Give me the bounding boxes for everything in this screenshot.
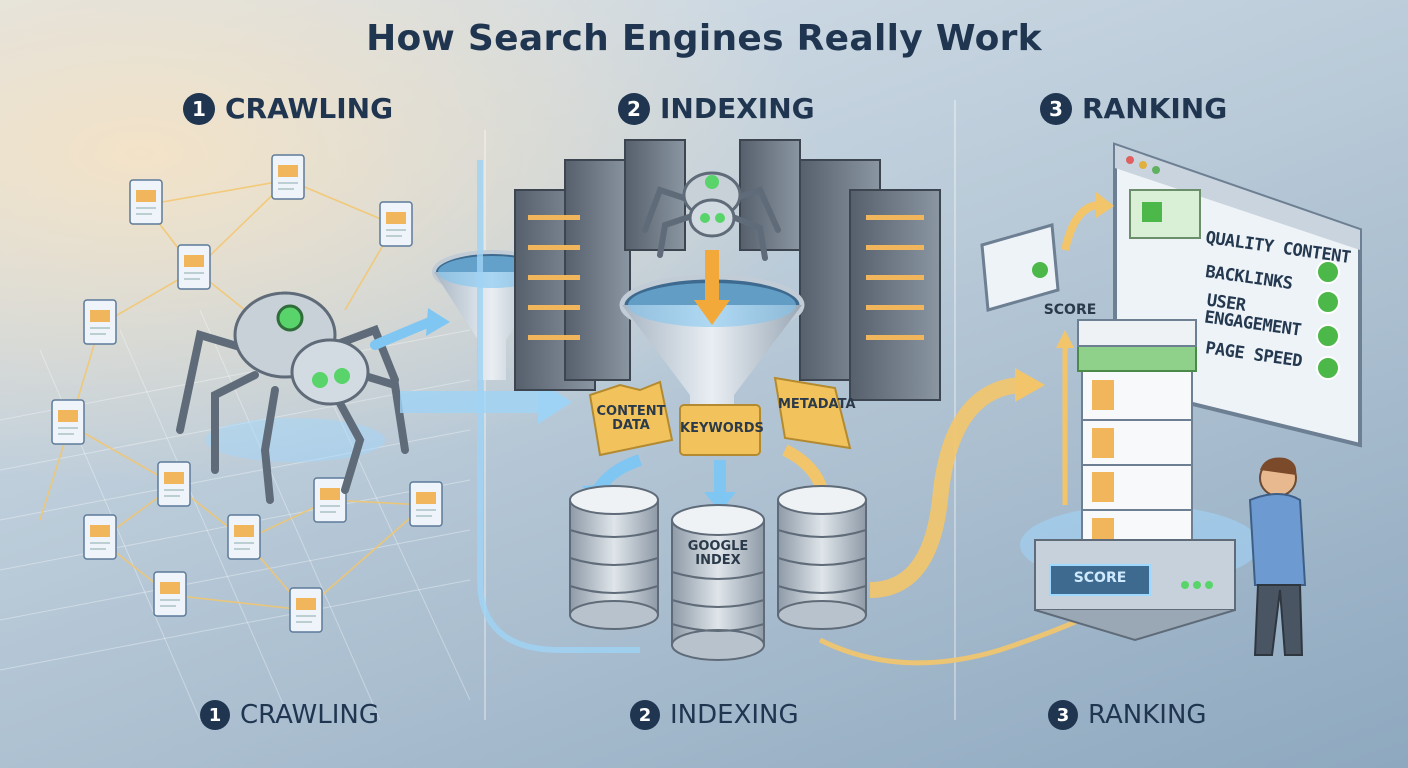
step-label: CRAWLING <box>240 700 379 730</box>
step-label: INDEXING <box>660 92 815 125</box>
step-label: CRAWLING <box>225 92 394 125</box>
score-platform <box>1034 539 1236 642</box>
blue-loop-flow <box>477 160 640 653</box>
database-right-icon <box>777 485 867 630</box>
step-footer-crawling: 1 CRAWLING <box>200 700 379 730</box>
step-number-badge: 1 <box>200 700 230 730</box>
gold-flow-bottom <box>818 612 1092 666</box>
score-base-label: SCORE <box>1073 570 1127 586</box>
google-index-database-icon <box>671 504 765 661</box>
score-label: SCORE <box>1043 302 1097 318</box>
metadata-label: METADATA <box>778 397 856 412</box>
content-data-folder-icon <box>588 380 674 457</box>
step-label: RANKING <box>1082 92 1228 125</box>
person-thinking-icon <box>1248 457 1307 656</box>
content-data-label: CONTENT DATA <box>596 404 666 433</box>
crawled-page-icons <box>51 154 443 633</box>
gold-flow-to-ranking <box>869 377 1021 598</box>
step-number-badge: 2 <box>618 92 650 125</box>
scored-page-icon <box>980 223 1060 312</box>
step-number-badge: 2 <box>630 700 660 730</box>
metadata-folder-icon <box>773 376 852 450</box>
crawler-spider-icon <box>176 291 409 504</box>
step-number-badge: 1 <box>183 92 215 125</box>
step-footer-ranking: 3 RANKING <box>1048 700 1207 730</box>
crawl-grid <box>0 289 471 721</box>
indexing-spider-icon <box>642 171 781 261</box>
ranking-up-arrow <box>1061 201 1101 251</box>
check-icons <box>1316 260 1340 380</box>
step-label: RANKING <box>1088 700 1207 730</box>
step-number-badge: 3 <box>1048 700 1078 730</box>
database-left-icon <box>569 485 659 630</box>
keywords-label: KEYWORDS <box>680 421 764 436</box>
indexing-funnel-icon <box>619 250 805 420</box>
step-header-ranking: 3 RANKING <box>1040 92 1227 125</box>
arrow-metadata-to-db <box>782 444 828 492</box>
step-number-badge: 3 <box>1040 92 1072 125</box>
server-racks <box>514 139 941 401</box>
page-title: How Search Engines Really Work <box>366 18 1042 59</box>
step-header-crawling: 1 CRAWLING <box>183 92 393 125</box>
keywords-folder-icon <box>679 404 761 456</box>
step-header-indexing: 2 INDEXING <box>618 92 815 125</box>
google-index-label: GOOGLE INDEX <box>687 539 749 568</box>
crawl-arrow <box>370 317 435 350</box>
step-footer-indexing: 2 INDEXING <box>630 700 799 730</box>
step-label: INDEXING <box>670 700 799 730</box>
